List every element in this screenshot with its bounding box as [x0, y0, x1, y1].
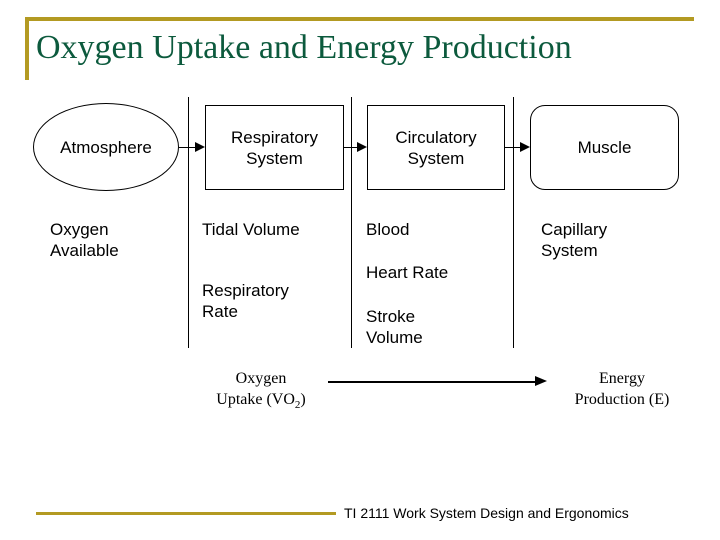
arrow-right-icon-respiratory-to-circulatory: [344, 142, 368, 153]
arrow-shaft: [505, 147, 521, 148]
detail-tidal-volume: Tidal Volume: [202, 220, 300, 239]
equation-oxygen-uptake-subscript: 2: [294, 399, 301, 412]
arrow-head: [195, 142, 205, 152]
arrow-right-icon-uptake-to-production: [328, 376, 547, 387]
arrow-shaft: [328, 381, 537, 383]
equation-energy-production: Energy Production (E): [548, 368, 696, 410]
equation-oxygen-uptake: Oxygen Uptake (VO2): [196, 368, 326, 416]
arrow-head: [357, 142, 367, 152]
arrow-head: [535, 376, 547, 386]
node-muscle[interactable]: Muscle: [530, 105, 679, 190]
title-accent-rule-top: [25, 17, 694, 21]
equation-energy-production-line2: Production (E): [574, 391, 670, 408]
title-accent-rule-left: [25, 17, 29, 80]
column-divider-2: [351, 97, 352, 348]
footer-accent-rule: [36, 512, 336, 515]
arrow-right-icon-atmosphere-to-respiratory: [179, 142, 206, 153]
detail-heart-rate: Heart Rate: [366, 263, 449, 282]
arrow-shaft: [179, 147, 196, 148]
arrow-shaft: [344, 147, 358, 148]
detail-blood: Blood: [366, 220, 410, 239]
equation-energy-production-line1: Energy: [599, 370, 645, 387]
column-divider-1: [188, 97, 189, 348]
arrow-head: [520, 142, 530, 152]
equation-oxygen-uptake-line1: Oxygen: [235, 370, 287, 387]
page-title: Oxygen Uptake and Energy Production: [36, 29, 572, 66]
column-divider-3: [513, 97, 514, 348]
equation-oxygen-uptake-line2-post: ): [300, 391, 306, 408]
footer-text: TI 2111 Work System Design and Ergonomic…: [344, 505, 629, 521]
equation-oxygen-uptake-line2-pre: Uptake (VO: [216, 391, 295, 408]
node-atmosphere[interactable]: Atmosphere: [33, 103, 179, 191]
arrow-right-icon-circulatory-to-muscle: [505, 142, 531, 153]
